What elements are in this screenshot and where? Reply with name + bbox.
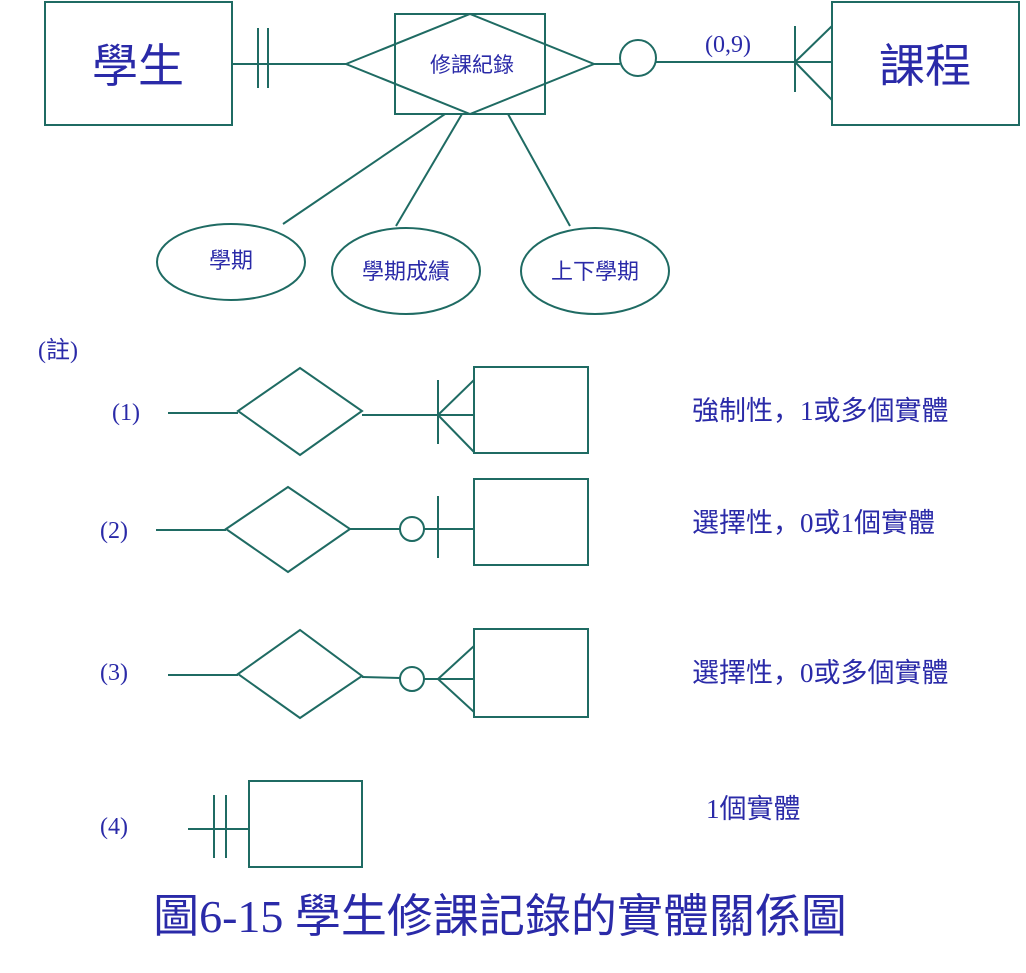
legend-4-description: 1個實體: [706, 794, 801, 824]
legend-item-4: (4) 1個實體: [100, 780, 801, 868]
note-label: (註): [38, 337, 78, 364]
legend-2-entity-box: [473, 478, 589, 566]
legend-4-number: (4): [100, 814, 128, 840]
attribute-semester-label: 學期: [209, 249, 253, 274]
legend-1-crowfoot-lower: [437, 414, 475, 453]
course-crowfoot-upper: [794, 25, 833, 63]
legend-3-entity-box: [473, 628, 589, 718]
attribute-term-half: 上下學期: [520, 227, 670, 315]
attribute-semester-grade: 學期成績: [331, 227, 481, 315]
course-entity-box: [831, 1, 1020, 126]
course-entity-label: 課程: [879, 39, 971, 93]
legend-3-number: (3): [100, 660, 128, 686]
legend-3-diamond: [236, 628, 364, 720]
legend-2-description: 選擇性，0或1個實體: [692, 508, 935, 538]
legend-3-circle: [399, 666, 425, 692]
legend-item-1: (1) 強制性，1或多個實體: [112, 366, 949, 457]
legend-1-entity-box: [473, 366, 589, 454]
course-crowfoot-lower: [794, 61, 833, 101]
attribute-grade-label: 學期成績: [362, 260, 450, 285]
legend-2-circle: [399, 516, 425, 542]
attribute-term-label: 上下學期: [551, 260, 639, 285]
legend-1-description: 強制性，1或多個實體: [692, 396, 949, 426]
attribute-grade-ellipse: [331, 227, 481, 315]
legend-3-crowfoot-lower: [437, 678, 475, 713]
attribute-semester-ellipse: [156, 223, 306, 301]
attribute-semester: 學期: [156, 223, 306, 301]
legend-3-crowfoot-upper: [437, 645, 475, 680]
legend-3-line-mid: [361, 676, 401, 679]
attribute-term-ellipse: [520, 227, 670, 315]
legend-2-number: (2): [100, 518, 128, 544]
course-optional-circle: [619, 39, 657, 77]
student-entity-box: [44, 1, 233, 126]
enrollment-relationship: 修課紀錄: [343, 12, 597, 116]
cardinality-label: (0,9): [705, 32, 751, 58]
attribute-connector-1: [282, 113, 446, 225]
legend-1-number: (1): [112, 400, 140, 426]
legend-4-entity-box: [248, 780, 363, 868]
legend-item-2: (2) 選擇性，0或1個實體: [100, 478, 935, 574]
legend-item-3: (3) 選擇性，0或多個實體: [100, 628, 949, 720]
main-er-diagram: 學生 修課紀錄 (0,9) 課程 學期: [44, 1, 1020, 315]
legend-1-crowfoot-upper: [437, 379, 475, 416]
attribute-connector-3: [507, 113, 571, 227]
student-entity-label: 學生: [92, 39, 184, 93]
attribute-connector-2: [395, 113, 463, 227]
student-entity: 學生: [44, 1, 233, 126]
legend-2-diamond: [224, 485, 352, 574]
legend-1-diamond: [236, 366, 364, 457]
legend-3-description: 選擇性，0或多個實體: [692, 658, 949, 688]
relationship-label: 修課紀錄: [430, 53, 514, 77]
figure-title: 圖6-15 學生修課記錄的實體關係圖: [153, 891, 847, 942]
course-entity: 課程: [831, 1, 1020, 126]
